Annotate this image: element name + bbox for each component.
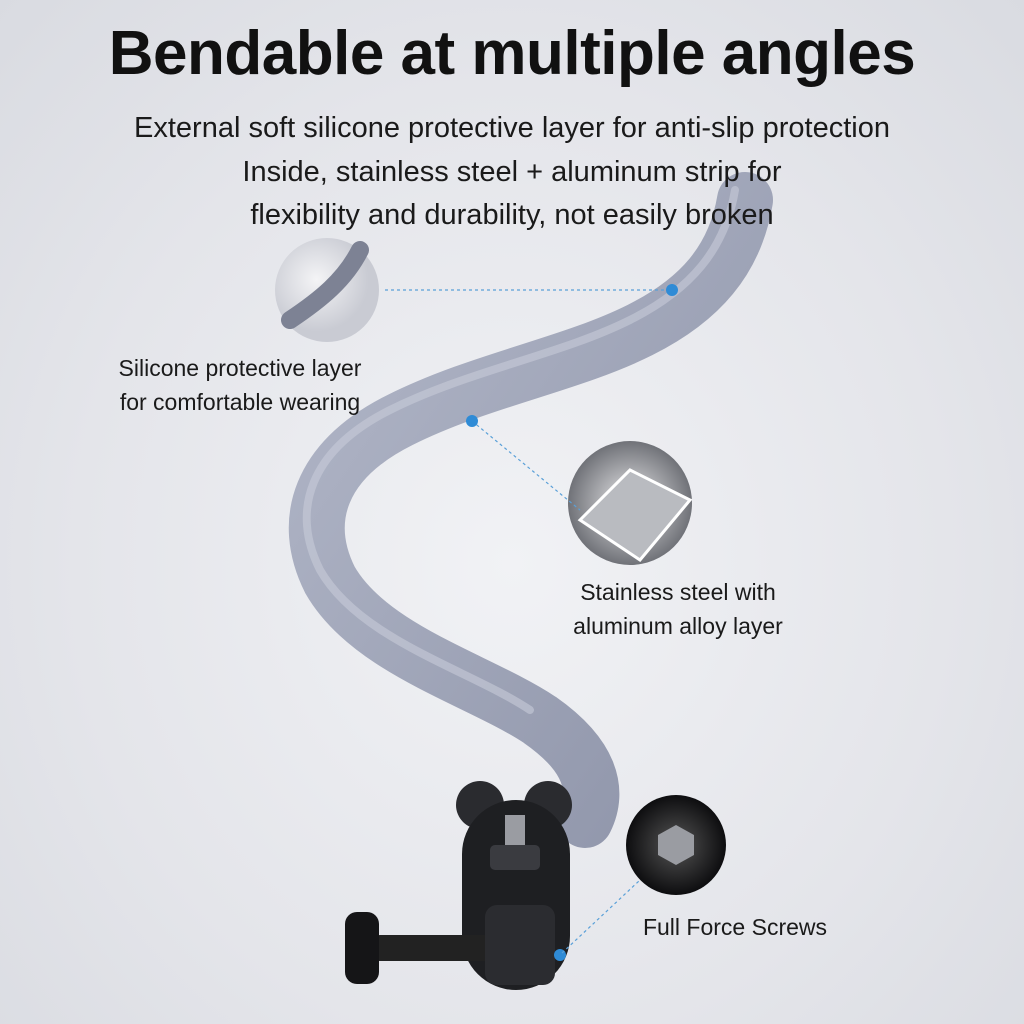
page-title: Bendable at multiple angles xyxy=(108,19,916,88)
callout-line: Full Force Screws xyxy=(642,914,828,940)
subtitle-line-2: Inside, stainless steel + aluminum strip… xyxy=(242,156,782,188)
subtitle-line-3: flexibility and durability, not easily b… xyxy=(250,199,774,231)
callout-line: Stainless steel with xyxy=(580,579,776,605)
steel-callout: Stainless steel with aluminum alloy laye… xyxy=(518,575,838,643)
callout-line: aluminum alloy layer xyxy=(573,613,783,639)
camera-mount xyxy=(345,781,572,990)
flexible-tube xyxy=(288,172,773,848)
silicone-callout: Silicone protective layer for comfortabl… xyxy=(80,351,400,419)
callout-line: Silicone protective layer xyxy=(118,355,362,381)
screws-callout: Full Force Screws xyxy=(610,910,860,944)
subtitle-line-1: External soft silicone protective layer … xyxy=(134,112,890,144)
callout-line: for comfortable wearing xyxy=(119,389,361,415)
